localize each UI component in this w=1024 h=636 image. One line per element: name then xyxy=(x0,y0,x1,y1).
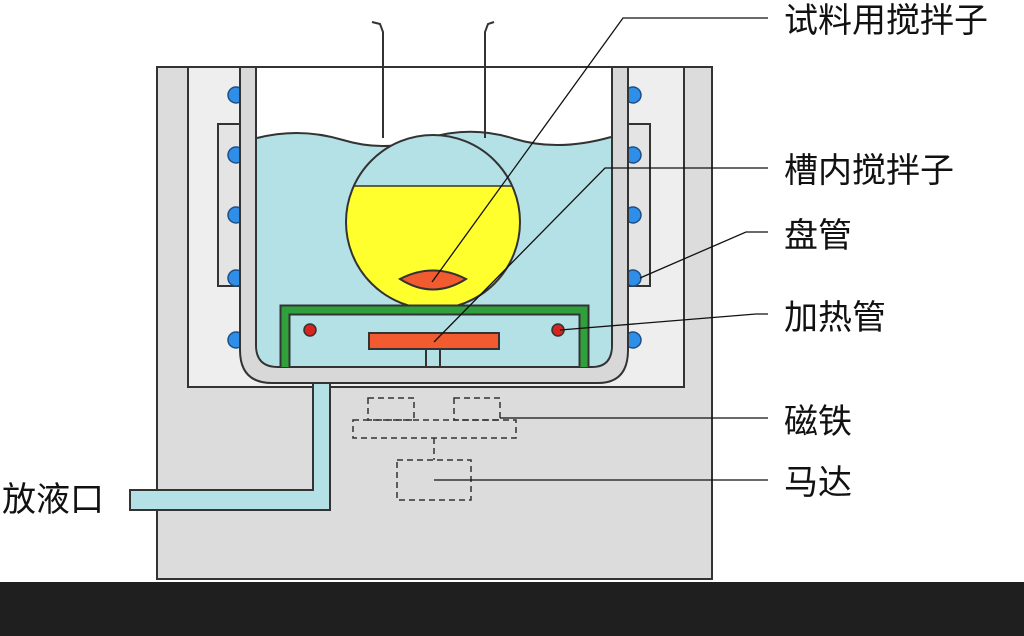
drain-pipe xyxy=(129,384,331,511)
heater-left xyxy=(303,323,317,337)
label-tank-stirrer: 槽内搅拌子 xyxy=(784,151,954,191)
label-drain: 放液口 xyxy=(2,480,104,520)
leader-lines xyxy=(431,17,768,481)
tank-stirrer xyxy=(368,332,500,350)
magnets xyxy=(352,397,517,460)
label-motor: 马达 xyxy=(784,463,852,503)
label-coil: 盘管 xyxy=(784,216,852,256)
label-heater: 加热管 xyxy=(784,298,886,338)
label-sample-stirrer: 试料用搅拌子 xyxy=(784,1,988,41)
bottom-bar xyxy=(0,582,1024,636)
platform xyxy=(281,306,588,367)
label-magnet: 磁铁 xyxy=(784,402,852,442)
flask-neck-left xyxy=(371,21,384,138)
flask-neck-right xyxy=(484,21,495,138)
